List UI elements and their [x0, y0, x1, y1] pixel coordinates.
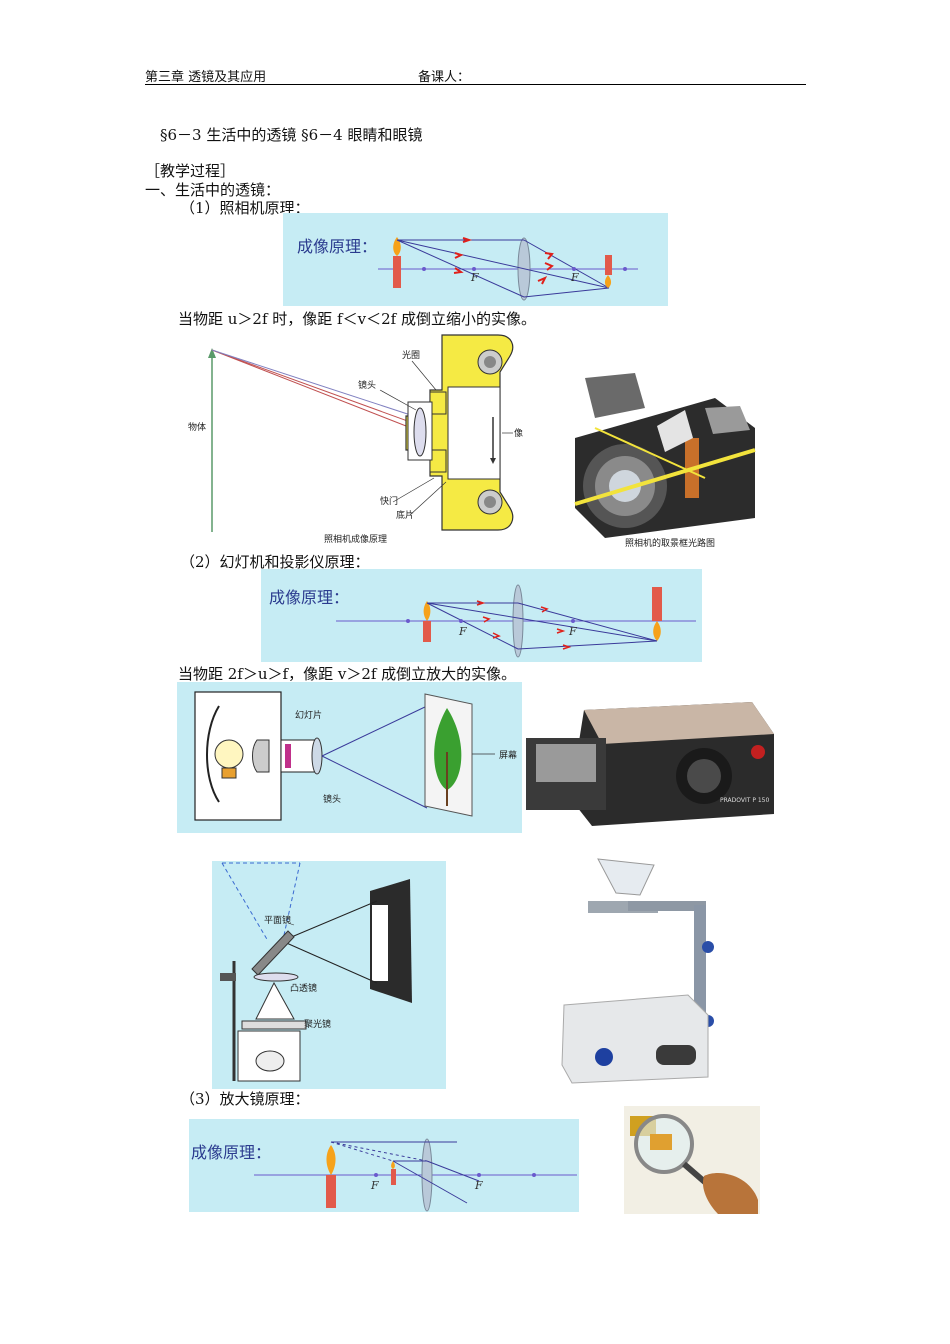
projector-rule: 当物距 2f＞u＞f，像距 v＞2f 成倒立放大的实像。 [178, 665, 517, 683]
overhead-projector-panel: 平面镜 凸透镜 聚光镜 [212, 861, 446, 1089]
magnifier-ray-diagram: F F [254, 1138, 577, 1212]
slide-projector-photo: PRADOVIT P 150 [526, 702, 774, 826]
label-shutter: 快门 [380, 495, 398, 507]
camera-diagram-caption: 照相机成像原理 [324, 533, 387, 545]
header-preparer: 备课人： [418, 70, 471, 85]
label-lens: 镜头 [358, 379, 376, 391]
label-film: 底片 [396, 509, 414, 521]
camera-rule: 当物距 u＞2f 时，像距 f＜v＜2f 成倒立缩小的实像。 [178, 310, 536, 328]
camera-photo-caption: 照相机的取景框光路图 [625, 537, 715, 549]
label-aperture: 光圈 [402, 349, 420, 361]
projector-brand: PRADOVIT P 150 [720, 797, 769, 804]
header-chapter: 第三章 透镜及其应用 [145, 70, 267, 85]
camera-ray-diagram: F F [378, 237, 638, 301]
focal-label: F [370, 1179, 379, 1192]
panel-title: 成像原理： [191, 1143, 272, 1162]
camera-cutaway-photo: 照相机的取景框光路图 [574, 373, 756, 549]
camera-principle-panel: 成像原理： F F [283, 213, 668, 306]
focal-label: F [458, 625, 467, 638]
label-image: 像 [514, 427, 523, 439]
overhead-projector-photo [561, 858, 714, 1084]
panel-title: 成像原理： [269, 588, 350, 607]
label-plane-mirror: 平面镜 [264, 914, 291, 926]
label-object: 物体 [188, 421, 206, 433]
panel-title: 成像原理： [297, 237, 378, 256]
camera-structure-diagram: 光圈 镜头 物体 像 快门 底片 照相机成像原理 [188, 334, 523, 545]
section-title: §6－3 生活中的透镜 §6－4 眼睛和眼镜 [160, 126, 423, 144]
magnifier-photo [624, 1106, 760, 1214]
label-slide: 幻灯片 [295, 709, 322, 721]
slide-projector-diagram: 幻灯片 镜头 屏幕 [194, 691, 517, 821]
header-rule [145, 84, 806, 85]
label-condenser: 聚光镜 [304, 1018, 331, 1030]
focal-label: F [474, 1179, 483, 1192]
magnifier-heading: （3）放大镜原理： [180, 1090, 310, 1108]
label-convex-lens: 凸透镜 [290, 982, 317, 994]
overhead-projector-diagram: 平面镜 凸透镜 聚光镜 [220, 862, 412, 1082]
focal-label: F [568, 625, 577, 638]
process-label: ［教学过程］ [145, 162, 236, 180]
part1-heading: 一、生活中的透镜： [145, 181, 281, 199]
projector-heading: （2）幻灯机和投影仪原理： [180, 553, 370, 571]
label-screen: 屏幕 [499, 749, 517, 761]
magnifier-principle-panel: 成像原理： F F [189, 1119, 579, 1212]
projector-principle-panel: 成像原理： F F [261, 569, 702, 662]
camera-heading: （1）照相机原理： [180, 199, 310, 217]
label-projector-lens: 镜头 [323, 793, 341, 805]
slide-projector-panel: 幻灯片 镜头 屏幕 [177, 682, 522, 833]
focal-label: F [570, 271, 579, 284]
focal-label: F [470, 271, 479, 284]
projector-ray-diagram: F F [336, 584, 696, 658]
